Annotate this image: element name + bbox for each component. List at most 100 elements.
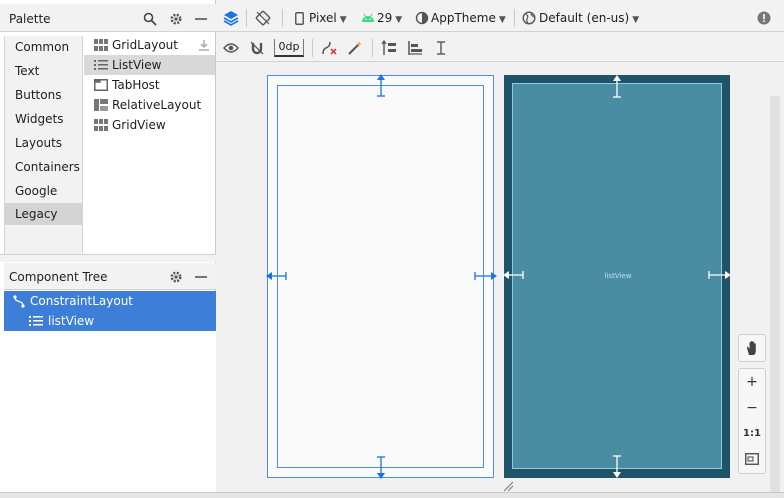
top-constraint-anchor[interactable] <box>611 75 623 99</box>
listview-label: listView <box>604 272 632 280</box>
design-view[interactable]: listView <box>503 75 731 478</box>
bottom-constraint-anchor[interactable] <box>611 454 623 478</box>
widget-label: GridView <box>112 118 166 132</box>
grid-view-icon <box>94 119 108 131</box>
design-toolbar: Pixel▼ 29▼ AppTheme▼ Default (en-us)▼ <box>216 4 784 32</box>
align-icon[interactable] <box>406 39 424 57</box>
palette-categories: Common Text Buttons Widgets Layouts Cont… <box>4 36 83 254</box>
globe-icon <box>521 10 537 26</box>
download-icon[interactable] <box>197 38 211 52</box>
device-icon <box>292 10 306 26</box>
toolbar-separator <box>514 9 515 27</box>
widget-relativelayout[interactable]: RelativeLayout <box>84 95 215 115</box>
widget-tabhost[interactable]: TabHost <box>84 75 215 95</box>
android-icon <box>360 11 376 25</box>
eye-icon[interactable] <box>222 39 240 57</box>
tree-node-label: ConstraintLayout <box>30 294 134 308</box>
widget-label: RelativeLayout <box>112 98 202 112</box>
minimize-icon[interactable] <box>192 268 210 286</box>
toolbar-separator <box>282 9 283 27</box>
blueprint-listview[interactable] <box>277 85 484 468</box>
category-buttons[interactable]: Buttons <box>15 88 62 102</box>
right-constraint-anchor[interactable] <box>473 270 497 282</box>
category-widgets[interactable]: Widgets <box>15 112 64 126</box>
device-dropdown[interactable]: Pixel▼ <box>309 11 347 25</box>
toolbar-separator <box>372 39 373 57</box>
palette-widget-list: GridLayout ListView TabHost RelativeLayo… <box>84 36 216 254</box>
guidelines-icon[interactable] <box>432 39 450 57</box>
left-constraint-anchor[interactable] <box>266 270 290 282</box>
tab-host-icon <box>94 79 108 91</box>
pan-button[interactable] <box>738 334 766 362</box>
theme-dropdown[interactable]: AppTheme▼ <box>431 11 506 25</box>
zoom-actual-size-button[interactable]: 1:1 <box>743 428 761 439</box>
toolbar-separator <box>246 9 247 27</box>
resize-handle-icon[interactable] <box>502 480 514 492</box>
default-margin-button[interactable]: 0dp <box>274 39 304 57</box>
api-level-label: 29 <box>377 11 393 25</box>
magic-wand-icon[interactable] <box>346 39 364 57</box>
category-google[interactable]: Google <box>15 184 58 198</box>
theme-icon <box>414 10 430 26</box>
search-icon[interactable] <box>141 10 159 28</box>
palette-title: Palette <box>9 12 51 26</box>
panel-divider[interactable] <box>0 254 216 262</box>
tree-node-label: listView <box>48 314 95 328</box>
locale-label: Default (en-us) <box>539 11 630 25</box>
chevron-down-icon: ▼ <box>498 15 506 25</box>
zoom-controls: + − 1:1 <box>738 368 766 474</box>
design-canvas[interactable]: listView <box>216 62 784 492</box>
hand-icon <box>744 340 760 356</box>
category-text[interactable]: Text <box>15 64 40 78</box>
gear-icon[interactable] <box>167 10 185 28</box>
widget-label: GridLayout <box>112 38 178 52</box>
pack-icon[interactable] <box>380 39 398 57</box>
clear-constraints-icon[interactable] <box>320 39 338 57</box>
tree-node-listview[interactable]: listView <box>4 311 216 331</box>
locale-dropdown[interactable]: Default (en-us)▼ <box>539 11 639 25</box>
minimize-icon[interactable] <box>192 10 210 28</box>
component-tree-header: Component Tree <box>4 263 216 290</box>
constraint-toolbar: 0dp <box>216 34 784 62</box>
category-containers[interactable]: Containers <box>15 160 80 174</box>
chevron-down-icon: ▼ <box>395 15 403 25</box>
magnet-off-icon[interactable] <box>248 39 266 57</box>
left-constraint-anchor[interactable] <box>503 269 527 281</box>
tree-node-constraintlayout[interactable]: ConstraintLayout <box>4 291 216 311</box>
chevron-down-icon: ▼ <box>339 15 347 25</box>
orientation-icon[interactable] <box>254 9 272 27</box>
warning-icon[interactable] <box>756 10 772 26</box>
zoom-to-fit-button[interactable] <box>739 447 765 473</box>
widget-label: ListView <box>112 58 162 72</box>
status-strip <box>0 492 784 498</box>
palette-header: Palette <box>0 4 216 32</box>
device-label: Pixel <box>309 11 337 25</box>
category-legacy[interactable]: Legacy <box>5 203 83 225</box>
top-constraint-anchor[interactable] <box>375 74 387 98</box>
component-tree: ConstraintLayout listView <box>4 291 216 492</box>
relative-layout-icon <box>94 99 108 111</box>
right-constraint-anchor[interactable] <box>707 269 731 281</box>
category-layouts[interactable]: Layouts <box>15 136 63 150</box>
fit-screen-icon <box>745 453 759 465</box>
layers-icon[interactable] <box>222 9 240 27</box>
gear-icon[interactable] <box>167 268 185 286</box>
zoom-in-button[interactable]: + <box>746 374 758 390</box>
chevron-down-icon: ▼ <box>632 15 640 25</box>
component-tree-title: Component Tree <box>9 270 108 284</box>
zoom-out-button[interactable]: − <box>746 400 758 416</box>
design-listview[interactable]: listView <box>512 83 722 469</box>
list-view-icon <box>94 59 108 71</box>
blueprint-view[interactable] <box>266 74 497 479</box>
bottom-constraint-anchor[interactable] <box>375 455 387 479</box>
vertical-scrollbar[interactable] <box>770 96 780 492</box>
theme-label: AppTheme <box>431 11 496 25</box>
widget-gridview[interactable]: GridView <box>84 115 215 135</box>
widget-label: TabHost <box>112 78 160 92</box>
widget-listview[interactable]: ListView <box>84 55 215 75</box>
api-level-dropdown[interactable]: 29▼ <box>377 11 402 25</box>
grid-layout-icon <box>94 39 108 51</box>
widget-gridlayout[interactable]: GridLayout <box>84 35 215 55</box>
category-common[interactable]: Common <box>15 40 70 54</box>
toolbar-separator <box>312 39 313 57</box>
